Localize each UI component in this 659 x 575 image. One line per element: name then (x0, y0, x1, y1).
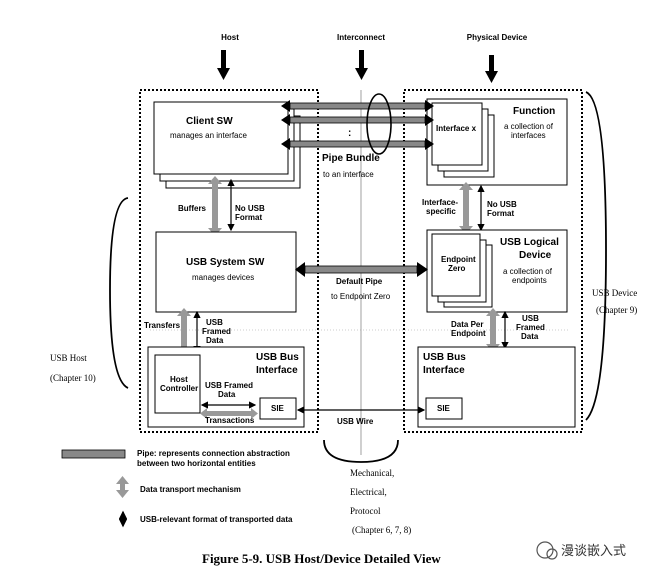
device-down-arrow (485, 55, 498, 83)
interface-x-stack (431, 102, 495, 178)
transactions-label: Transactions (205, 416, 255, 425)
function-title: Function (513, 106, 555, 117)
data-per-endpoint-1: Data Per (451, 320, 483, 329)
usb-device-label-2: (Chapter 9) (596, 305, 637, 315)
logical-device-sub-2: endpoints (512, 276, 547, 285)
interconnect-bracket (323, 439, 399, 463)
host-controller-label-2: Controller (160, 384, 198, 393)
host-framed-3: Data (206, 336, 224, 345)
logical-device-title-1: USB Logical (500, 237, 559, 248)
host-down-arrow (217, 50, 230, 80)
header-interconnect: Interconnect (337, 33, 385, 42)
transactions-arrow (200, 408, 258, 419)
device-bus-interface-title-1: USB Bus (423, 352, 466, 363)
usb-device-bracket (585, 91, 607, 421)
usb-host-bracket (109, 197, 129, 389)
interface-x-label: Interface x (436, 124, 477, 133)
usb-host-label-1: USB Host (50, 353, 87, 363)
device-sie-label: SIE (437, 404, 451, 413)
usb-device-label-1: USB Device (592, 288, 637, 298)
host-bus-interface-title-2: Interface (256, 365, 298, 376)
default-pipe (295, 262, 428, 277)
header-physical-device: Physical Device (467, 33, 528, 42)
usb-system-sw-title: USB System SW (186, 257, 265, 268)
legend-usb-relevant: USB-relevant format of transported data (140, 515, 293, 524)
host-sie-label: SIE (271, 404, 285, 413)
figure-caption: Figure 5-9. USB Host/Device Detailed Vie… (202, 551, 441, 566)
host-no-usb-label-2: Format (235, 213, 262, 222)
device-boundary (403, 89, 583, 433)
function-sub-2: interfaces (511, 131, 546, 140)
pipe-bundle (281, 93, 434, 155)
header-host: Host (221, 33, 239, 42)
inner-framed-label-2: Data (218, 390, 236, 399)
device-bus-interface-title-2: Interface (423, 365, 465, 376)
pipe-dots: : (348, 128, 351, 139)
pipe-bundle-sub: to an interface (323, 170, 374, 179)
legend-pipe-swatch (61, 449, 126, 459)
interconnect-down-arrow (355, 50, 368, 80)
watermark-logo (536, 541, 558, 560)
host-sie-box (259, 397, 297, 420)
transfers-label: Transfers (144, 321, 181, 330)
usb-system-sw-box (155, 231, 297, 313)
endpoint-zero-2: Zero (448, 264, 465, 273)
device-no-usb-1: No USB (487, 200, 517, 209)
endpoint-zero-stack (431, 233, 493, 308)
mechanical-label: Mechanical, (350, 468, 394, 478)
function-sub-1: a collection of (504, 122, 554, 131)
default-pipe-sub: to Endpoint Zero (331, 292, 391, 301)
data-per-endpoint-2: Endpoint (451, 329, 486, 338)
device-sie-box (425, 397, 463, 420)
default-pipe-label: Default Pipe (336, 277, 383, 286)
legend-transport-swatch (116, 476, 129, 498)
interface-specific-2: specific (426, 207, 456, 216)
host-framed-1: USB (206, 318, 223, 327)
watermark-text: 漫谈嵌入式 (561, 544, 626, 559)
usb-wire-label: USB Wire (337, 417, 374, 426)
client-sw-subtitle: manages an interface (170, 131, 247, 140)
host-boundary (139, 89, 319, 433)
logical-device-title-2: Device (519, 250, 552, 261)
usb-host-label-2: (Chapter 10) (50, 373, 96, 383)
inner-framed-label-1: USB Framed (205, 381, 253, 390)
host-controller-box (154, 354, 201, 414)
device-framed-3: Data (521, 332, 539, 341)
device-framed-1: USB (522, 314, 539, 323)
buffers-label: Buffers (178, 204, 207, 213)
client-sw-stack (153, 101, 301, 189)
usb-system-sw-subtitle: manages devices (192, 273, 254, 282)
device-data-transport-arrow-2 (486, 308, 500, 352)
endpoint-zero-1: Endpoint (441, 255, 476, 264)
legend-pipe-2: between two horizontal entities (137, 459, 256, 468)
host-framed-2: Framed (202, 327, 231, 336)
device-data-transport-arrow-1 (459, 182, 473, 234)
pipe-bundle-label: Pipe Bundle (322, 153, 380, 164)
host-bus-interface-title-1: USB Bus (256, 352, 299, 363)
interface-specific-1: Interface- (422, 198, 458, 207)
electrical-label: Electrical, (350, 487, 387, 497)
client-sw-title: Client SW (186, 116, 233, 127)
device-framed-2: Framed (516, 323, 545, 332)
chapters-label: (Chapter 6, 7, 8) (352, 525, 411, 535)
legend-data-transport: Data transport mechanism (140, 485, 241, 494)
device-no-usb-2: Format (487, 209, 514, 218)
legend-pipe-1: Pipe: represents connection abstraction (137, 449, 290, 458)
protocol-label: Protocol (350, 506, 381, 516)
host-controller-label-1: Host (170, 375, 188, 384)
logical-device-sub-1: a collection of (503, 267, 553, 276)
host-no-usb-label-1: No USB (235, 204, 265, 213)
